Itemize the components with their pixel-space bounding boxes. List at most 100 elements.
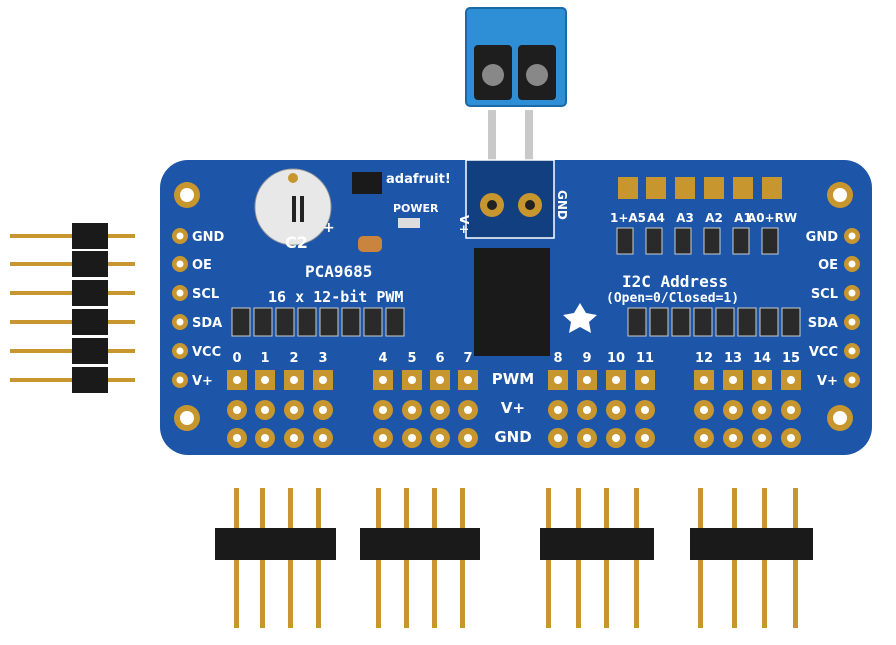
address-jumper-pad (618, 177, 638, 199)
terminal-gnd-label: GND (555, 190, 569, 220)
channel-pad-hole (787, 376, 795, 384)
power-label: POWER (393, 202, 439, 215)
left-pin-label: SCL (192, 287, 219, 302)
resistor (363, 307, 383, 337)
channel-pad-hole (612, 434, 620, 442)
channel-pad-hole (700, 434, 708, 442)
header-plastic (72, 338, 108, 364)
channel-pad-hole (729, 376, 737, 384)
channel-pad-hole (758, 406, 766, 414)
pwm-subtitle-label: 16 x 12-bit PWM (268, 288, 403, 306)
channel-pad-hole (554, 434, 562, 442)
channel-pad-hole (729, 406, 737, 414)
left-pin-hole (176, 318, 184, 326)
channel-number-label: 14 (753, 351, 771, 366)
channel-number-label: 7 (463, 351, 472, 366)
right-pin-label: V+ (817, 374, 838, 389)
right-pin-label: OE (818, 258, 838, 273)
channel-pad-hole (583, 376, 591, 384)
left-pin-label: SDA (192, 316, 222, 331)
channel-pad-hole (641, 406, 649, 414)
row-label: PWM (492, 370, 534, 388)
right-pin-hole (848, 318, 856, 326)
header-plastic (215, 528, 336, 560)
channel-pad-hole (612, 406, 620, 414)
channel-number-label: 8 (553, 351, 562, 366)
left-pin-label: GND (192, 230, 225, 245)
resistor (627, 307, 647, 337)
channel-number-label: 6 (435, 351, 444, 366)
channel-pad-hole (583, 406, 591, 414)
header-plastic (72, 367, 108, 393)
resistor (341, 307, 361, 337)
channel-pad-hole (729, 434, 737, 442)
resistor (253, 307, 273, 337)
channel-pad-hole (233, 434, 241, 442)
loose-4x3-pin-headers (215, 488, 813, 628)
channel-pad-hole (758, 376, 766, 384)
resistor (297, 307, 317, 337)
channel-pad-hole (700, 406, 708, 414)
resistor (693, 307, 713, 337)
header-plastic (72, 280, 108, 306)
address-jumper-label: A0+RW (747, 211, 797, 225)
capacitor-plus: + (323, 220, 335, 236)
channel-pad-hole (261, 434, 269, 442)
resistor (385, 307, 405, 337)
channel-pad-hole (379, 376, 387, 384)
right-pin-label: SCL (811, 287, 838, 302)
resistor (674, 227, 692, 255)
board-labels: adafruit! POWER C2 + PCA9685 16 x 12-bit… (172, 172, 860, 448)
resistor (703, 227, 721, 255)
channel-pad-hole (464, 406, 472, 414)
channel-pad-hole (319, 376, 327, 384)
left-pin-label: OE (192, 258, 212, 273)
channel-pad-hole (436, 406, 444, 414)
channel-number-label: 0 (232, 351, 241, 366)
channel-number-label: 4 (378, 351, 387, 366)
address-jumper-label: 1+A5 (610, 211, 646, 225)
channel-number-label: 3 (318, 351, 327, 366)
header-plastic (72, 309, 108, 335)
resistor (737, 307, 757, 337)
channel-number-label: 5 (407, 351, 416, 366)
capacitor-label: C2 (285, 233, 308, 252)
left-pin-hole (176, 232, 184, 240)
channel-pad-hole (408, 376, 416, 384)
channel-pad-hole (261, 376, 269, 384)
resistor (319, 307, 339, 337)
right-pin-hole (848, 376, 856, 384)
resistor (759, 307, 779, 337)
channel-pad-hole (700, 376, 708, 384)
channel-pad-hole (612, 376, 620, 384)
channel-pad-hole (464, 376, 472, 384)
channel-pad-hole (464, 434, 472, 442)
channel-pad-hole (408, 406, 416, 414)
channel-pad-hole (233, 376, 241, 384)
channel-number-label: 11 (636, 351, 654, 366)
address-jumper-pad (646, 177, 666, 199)
address-jumper-pad (704, 177, 724, 199)
address-jumper-label: A4 (647, 211, 665, 225)
channel-number-label: 12 (695, 351, 713, 366)
channel-pad-hole (379, 434, 387, 442)
channel-pad-hole (436, 434, 444, 442)
resistor (649, 307, 669, 337)
left-pin-label: VCC (192, 345, 221, 360)
resistor (616, 227, 634, 255)
channel-number-label: 13 (724, 351, 742, 366)
channel-pad-hole (641, 376, 649, 384)
channel-pad-hole (583, 434, 591, 442)
right-pin-label: GND (806, 230, 839, 245)
address-jumper-pad (733, 177, 753, 199)
channel-number-label: 2 (289, 351, 298, 366)
address-jumper-label: A2 (705, 211, 723, 225)
address-jumper-label: A1 (734, 211, 752, 225)
i2c-address-title: I2C Address (622, 272, 728, 291)
header-plastic (72, 251, 108, 277)
screw-terminal-block (465, 7, 567, 160)
left-pin-hole (176, 376, 184, 384)
channel-pad-hole (319, 434, 327, 442)
right-pin-label: VCC (809, 345, 838, 360)
